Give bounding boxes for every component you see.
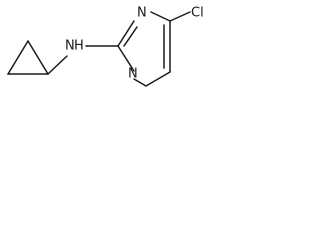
atom-label-n-top: N — [137, 6, 147, 21]
pyrimidine-ring — [117, 11, 171, 87]
bond-c2-n3 — [117, 20, 135, 47]
bond-cp-2 — [7, 40, 29, 75]
chemical-structure: N H N N Cl — [7, 6, 204, 87]
bond-n1-c2 — [117, 45, 135, 72]
atom-label-n-amine: N — [65, 39, 75, 54]
bond-c5-c6 — [145, 71, 171, 87]
bond-cp-nh — [47, 55, 68, 75]
cyclopropyl-ring — [7, 40, 49, 75]
atom-label-cl: Cl — [191, 6, 204, 21]
bond-cp-3 — [27, 40, 49, 75]
bond-n3-c4 — [150, 11, 171, 22]
bond-c6-n1 — [133, 78, 147, 87]
bond-c2-n3-inner — [123, 26, 138, 47]
atom-label-h-amine: H — [74, 39, 84, 54]
bond-c4-cl — [169, 11, 191, 22]
atom-label-n-bottom: N — [128, 67, 138, 82]
